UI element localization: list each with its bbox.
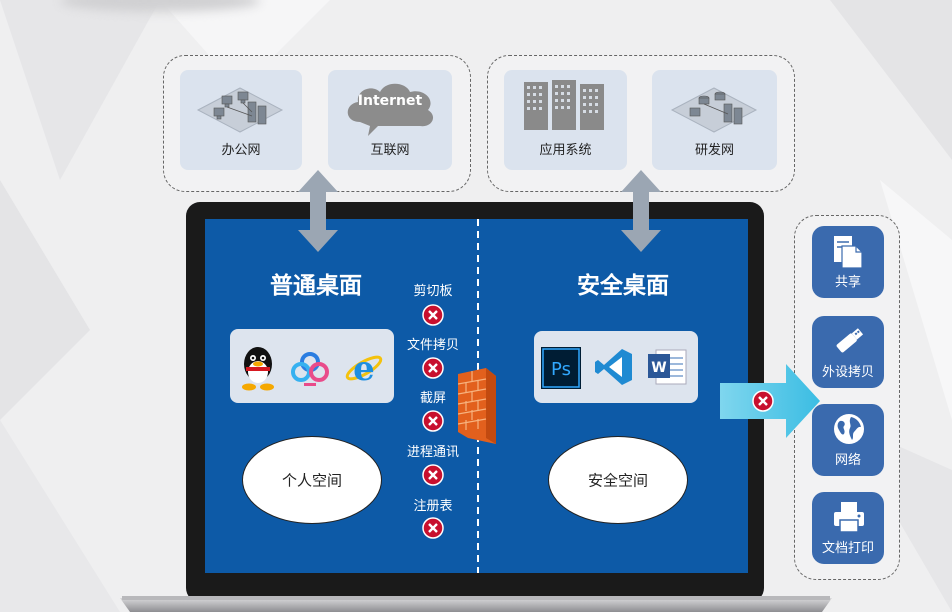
left-double-arrow (298, 170, 338, 252)
process-communication-block-icon (422, 464, 444, 486)
rd-network-card: 研发网 (652, 70, 777, 170)
internet-cloud-icon (347, 83, 434, 136)
file-copy-label: 文件拷贝 (406, 338, 459, 353)
document-print-card: 文档打印 (812, 492, 884, 564)
qq-icon (242, 347, 274, 391)
clipboard-label: 剪切板 (413, 284, 453, 299)
office-network-icon (196, 87, 284, 133)
right-double-arrow (621, 170, 661, 252)
buildings-icon (524, 80, 604, 130)
outbound-block-icon (752, 390, 774, 412)
secure-space: 安全空间 (548, 436, 688, 524)
process-communication-label: 进程通讯 (406, 445, 459, 460)
application-system-label: 应用系统 (539, 143, 592, 158)
firewall-icon (458, 368, 496, 444)
clipboard-block-icon (422, 304, 444, 326)
rd-network-icon (670, 87, 758, 133)
internet-label: 互联网 (370, 143, 410, 158)
baidu-netdisk-icon (291, 352, 329, 386)
top-shadow (60, 0, 260, 12)
personal-space: 个人空间 (242, 436, 382, 524)
photoshop-icon: Ps (541, 347, 581, 389)
internet-cloud-text: Internet (357, 93, 423, 109)
internet-card: Internet 互联网 (328, 70, 452, 170)
globe-icon (834, 414, 864, 444)
office-network-card: 办公网 (180, 70, 302, 170)
desktop-divider (477, 219, 479, 573)
registry-label: 注册表 (413, 499, 453, 514)
file-share-icon (834, 236, 863, 269)
share-label: 共享 (834, 275, 861, 290)
registry-block-icon (422, 517, 444, 539)
svg-text:W: W (651, 360, 666, 376)
peripheral-copy-card: 外设拷贝 (812, 316, 884, 388)
internet-explorer-icon: e (345, 349, 383, 388)
secure-desktop-title: 安全桌面 (577, 273, 669, 299)
svg-text:e: e (353, 349, 375, 388)
office-network-label: 办公网 (221, 143, 261, 158)
share-card: 共享 (812, 226, 884, 298)
vscode-icon (595, 349, 632, 385)
screenshot-label: 截屏 (419, 391, 446, 406)
rd-network-label: 研发网 (694, 143, 734, 158)
secure-space-label: 安全空间 (587, 471, 648, 490)
network-card: 网络 (812, 404, 884, 476)
document-print-label: 文档打印 (821, 541, 874, 556)
svg-text:Ps: Ps (551, 359, 571, 380)
personal-space-label: 个人空间 (281, 471, 342, 490)
usb-icon (836, 328, 864, 353)
application-system-card: 应用系统 (504, 70, 627, 170)
peripheral-copy-label: 外设拷贝 (821, 365, 874, 380)
printer-icon (834, 502, 864, 533)
word-icon: W (648, 349, 687, 385)
screenshot-block-icon (422, 410, 444, 432)
file-copy-block-icon (422, 357, 444, 379)
network-label: 网络 (834, 453, 861, 468)
normal-desktop-title: 普通桌面 (270, 273, 362, 299)
